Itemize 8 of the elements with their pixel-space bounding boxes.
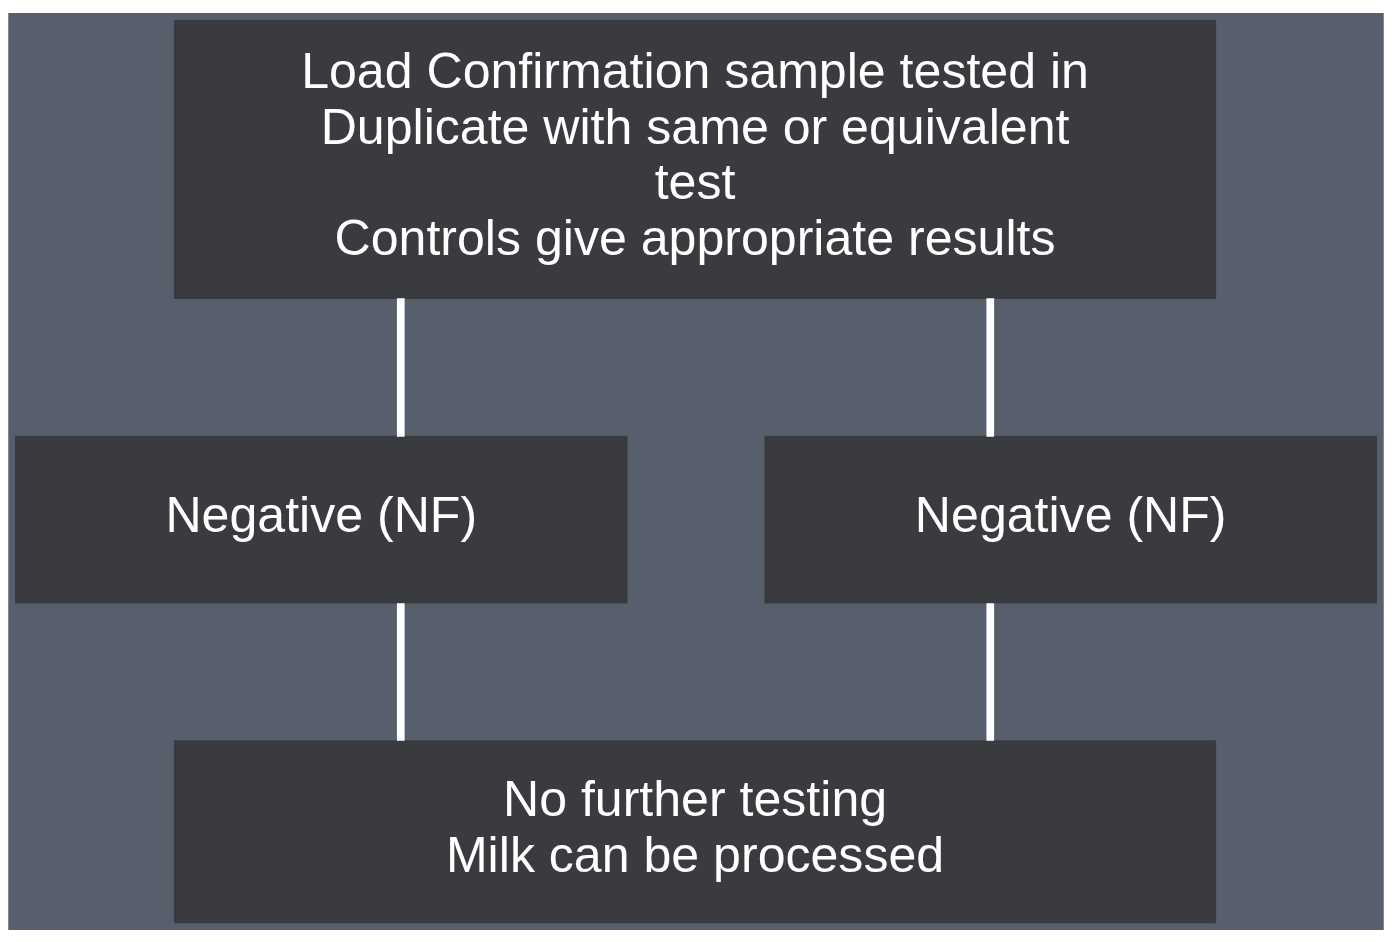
connector: [986, 602, 995, 741]
connector: [396, 602, 405, 741]
connector: [986, 297, 995, 437]
node-box: Negative (NF): [15, 435, 628, 603]
node-box: Negative (NF): [764, 435, 1377, 603]
node-box: No further testing Milk can be processed: [173, 739, 1217, 923]
node-box: Load Confirmation sample tested in Duplicate with same or equivalent test Controls give appropriate results: [173, 19, 1217, 299]
connector: [396, 297, 405, 437]
